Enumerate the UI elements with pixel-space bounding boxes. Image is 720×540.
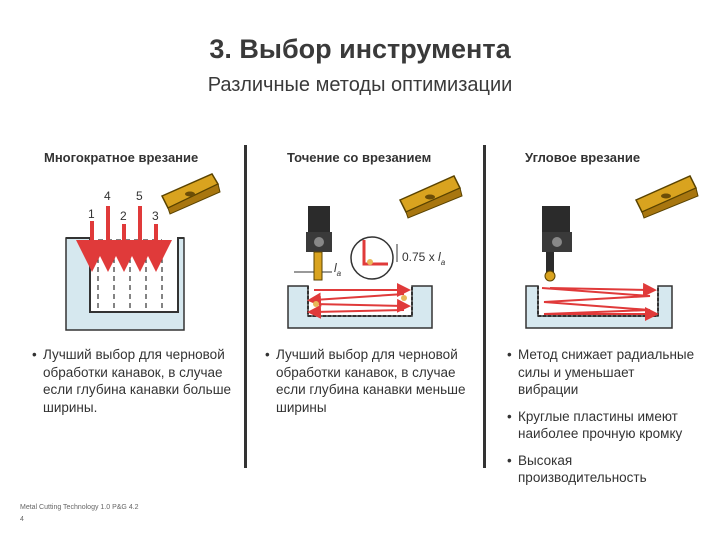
tool-holder — [306, 206, 332, 281]
plunge-number: 4 — [104, 189, 111, 203]
column-heading-ramping: Угловое врезание — [525, 150, 641, 165]
multiple-plunge-diagram: 1 4 2 5 3 — [65, 173, 221, 331]
bullet-list-ramping: Метод снижает радиальные силы и уменьшае… — [507, 346, 697, 496]
bullet-list-multiple-plunge: Лучший выбор для черновой обработки кана… — [32, 346, 237, 425]
turning-path-arrows — [307, 283, 411, 319]
column-divider — [483, 145, 486, 468]
plunge-number: 2 — [120, 209, 127, 223]
grooving-insert-image — [160, 173, 221, 215]
round-insert-image — [634, 175, 699, 219]
ramping-path-arrows — [541, 282, 659, 321]
bullet-item: Лучший выбор для черновой обработки кана… — [265, 346, 475, 416]
page-number: 4 — [20, 516, 24, 523]
bullet-item: Высокая производительность — [507, 452, 697, 487]
column-heading-multiple-plunge: Многократное врезание — [44, 150, 199, 165]
plunge-number: 3 — [152, 209, 159, 223]
grooving-insert-image — [398, 175, 463, 219]
insert-width-label: la — [334, 261, 342, 278]
bullet-item: Круглые пластины имеют наиболее прочную … — [507, 408, 697, 443]
footer-source: Metal Cutting Technology 1.0 P&G 4.2 — [20, 504, 139, 511]
plunge-number: 5 — [136, 189, 143, 203]
plunge-turning-diagram: la 0.75 x la — [287, 175, 463, 329]
depth-label: 0.75 x la — [402, 250, 446, 267]
plunge-arrows — [76, 206, 172, 272]
column-heading-plunge-turning: Точение со врезанием — [287, 150, 432, 165]
column-divider — [244, 145, 247, 468]
plunge-number: 1 — [88, 207, 95, 221]
ramping-diagram — [525, 175, 699, 329]
bullet-list-plunge-turning: Лучший выбор для черновой обработки кана… — [265, 346, 475, 425]
page-title: 3. Выбор инструмента — [209, 34, 511, 64]
bullet-item: Метод снижает радиальные силы и уменьшае… — [507, 346, 697, 399]
tool-holder — [542, 206, 572, 282]
page-subtitle: Различные методы оптимизации — [207, 74, 513, 96]
detail-magnifier — [350, 236, 394, 280]
bullet-item: Лучший выбор для черновой обработки кана… — [32, 346, 237, 416]
